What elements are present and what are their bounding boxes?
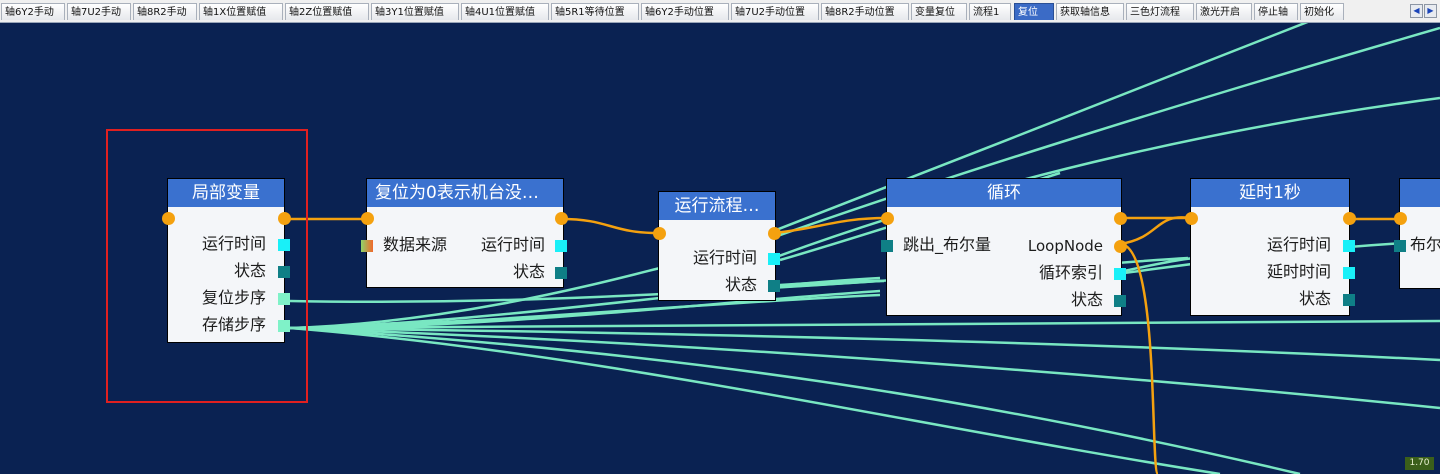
output-pin[interactable]: [555, 240, 567, 252]
input-pin[interactable]: [361, 240, 373, 252]
output-label: 运行时间: [480, 235, 545, 254]
flow-wire: [774, 216, 887, 235]
flow-in-pin[interactable]: [361, 212, 374, 225]
zoom-indicator: 1.70: [1405, 457, 1434, 470]
wire: [729, 23, 1309, 250]
flow-in-pin[interactable]: [881, 212, 894, 225]
flow-in-pin[interactable]: [653, 227, 666, 240]
tab-4[interactable]: 轴2Z位置赋值: [285, 3, 369, 20]
output-label: 状态: [233, 261, 266, 280]
output-pin[interactable]: [1114, 268, 1126, 280]
output-label: 运行时间: [1266, 235, 1331, 254]
output-pin[interactable]: [1114, 295, 1126, 307]
wire: [729, 26, 1440, 255]
wire: [289, 326, 1440, 410]
flow-out-pin[interactable]: [278, 212, 291, 225]
output-pin[interactable]: [1343, 240, 1355, 252]
input-pin[interactable]: [881, 240, 893, 252]
wire: [289, 326, 1301, 474]
tab-2[interactable]: 轴8R2手动: [133, 3, 197, 20]
output-label: 状态: [1298, 289, 1331, 308]
tab-5[interactable]: 轴3Y1位置赋值: [371, 3, 459, 20]
input-label: 布尔: [1410, 235, 1440, 254]
tab-0[interactable]: 轴6Y2手动: [1, 3, 65, 20]
tab-14[interactable]: 获取轴信息: [1056, 3, 1124, 20]
output-pin[interactable]: [278, 266, 290, 278]
tab-17[interactable]: 停止轴: [1254, 3, 1298, 20]
tab-7[interactable]: 轴5R1等待位置: [551, 3, 639, 20]
tab-15[interactable]: 三色灯流程: [1126, 3, 1194, 20]
output-label: 状态: [724, 275, 757, 294]
flow-out-pin[interactable]: [555, 212, 568, 225]
output-pin[interactable]: [278, 293, 290, 305]
flow-wire: [1119, 216, 1191, 246]
node-title: 延时1秒: [1191, 179, 1349, 207]
selection-rectangle: [106, 129, 308, 403]
wire: [289, 319, 1440, 330]
input-label: 数据来源: [383, 235, 448, 254]
tab-1[interactable]: 轴7U2手动: [67, 3, 131, 20]
node-title: 循环: [887, 179, 1121, 207]
output-pin[interactable]: [1343, 294, 1355, 306]
input-label: 跳出_布尔量: [903, 235, 992, 254]
tab-13[interactable]: 复位: [1014, 3, 1054, 20]
tab-12[interactable]: 流程1: [969, 3, 1011, 20]
wire: [759, 96, 1440, 265]
wire: [289, 266, 661, 330]
tab-9[interactable]: 轴7U2手动位置: [731, 3, 819, 20]
flow-out-pin[interactable]: [768, 227, 781, 240]
flow-canvas[interactable]: 局部变量 运行时间 状态 复位步序 存储步序 复位为0表示机台没… 数据来源 运…: [0, 23, 1440, 474]
wire: [289, 326, 1221, 474]
output-label: 状态: [1070, 290, 1103, 309]
flow-in-pin[interactable]: [1185, 212, 1198, 225]
node-local-variable[interactable]: 局部变量 运行时间 状态 复位步序 存储步序: [162, 179, 291, 342]
output-label: 循环索引: [1038, 263, 1103, 282]
tab-prev-button[interactable]: ◀: [1410, 4, 1423, 18]
node-reset-check[interactable]: 复位为0表示机台没… 数据来源 运行时间 状态: [361, 179, 568, 287]
input-pin[interactable]: [1394, 240, 1406, 252]
tab-next-button[interactable]: ▶: [1424, 4, 1437, 18]
node-run-flow[interactable]: 运行流程… 运行时间 状态: [653, 192, 781, 300]
node-loop[interactable]: 循环 跳出_布尔量 LoopNode 循环索引 状态: [881, 179, 1127, 315]
tab-16[interactable]: 激光开启: [1196, 3, 1252, 20]
node-delay[interactable]: 延时1秒 运行时间 延时时间 状态: [1185, 179, 1356, 315]
node-partial[interactable]: 布尔: [1394, 179, 1440, 288]
output-label: 运行时间: [201, 234, 266, 253]
flow-wire: [560, 217, 660, 235]
output-pin[interactable]: [768, 253, 780, 265]
output-label: 运行时间: [692, 248, 757, 267]
flow-out-pin[interactable]: [1343, 212, 1356, 225]
flow-out-pin[interactable]: [1114, 212, 1127, 225]
flow-in-pin[interactable]: [1394, 212, 1407, 225]
tab-11[interactable]: 变量复位: [911, 3, 967, 20]
output-label: 状态: [512, 262, 545, 281]
flow-wire: [1119, 242, 1160, 474]
output-pin[interactable]: [278, 320, 290, 332]
tab-6[interactable]: 轴4U1位置赋值: [461, 3, 549, 20]
wire: [289, 293, 881, 330]
tab-10[interactable]: 轴8R2手动位置: [821, 3, 909, 20]
tab-18[interactable]: 初始化: [1300, 3, 1344, 20]
wire: [289, 326, 1440, 362]
node-title: [1400, 179, 1440, 207]
loop-flow-pin[interactable]: [1114, 240, 1127, 253]
output-label: 延时时间: [1266, 262, 1331, 281]
node-title: 局部变量: [168, 179, 284, 207]
node-title: 运行流程…: [659, 192, 775, 220]
output-pin[interactable]: [278, 239, 290, 251]
output-label: 存储步序: [201, 315, 266, 334]
loop-node-label: LoopNode: [1027, 237, 1103, 255]
tab-8[interactable]: 轴6Y2手动位置: [641, 3, 729, 20]
flow-in-pin[interactable]: [162, 212, 175, 225]
output-pin[interactable]: [1343, 267, 1355, 279]
node-title: 复位为0表示机台没…: [367, 179, 563, 207]
output-pin[interactable]: [555, 267, 567, 279]
output-label: 复位步序: [201, 288, 266, 307]
tab-3[interactable]: 轴1X位置赋值: [199, 3, 283, 20]
output-pin[interactable]: [768, 280, 780, 292]
